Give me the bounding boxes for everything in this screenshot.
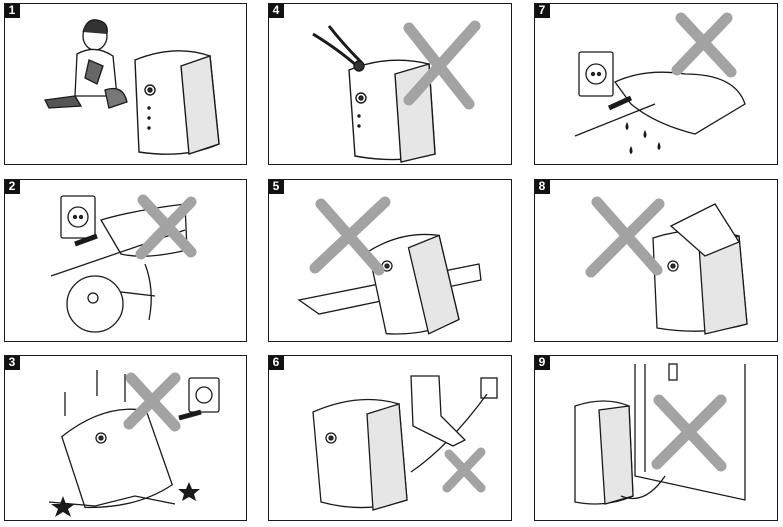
cross-icon	[123, 372, 181, 432]
no-wet-hands-illustration	[574, 12, 746, 154]
panel-9: 9	[534, 355, 778, 521]
do-not-drop-illustration	[48, 370, 220, 517]
panel-number: 5	[269, 180, 284, 194]
panel-7: 7	[534, 3, 778, 165]
do-not-cut-cord-illustration	[312, 20, 481, 163]
panel-4: 4	[268, 3, 512, 165]
cross-icon	[403, 20, 481, 110]
panel-number: 9	[535, 356, 550, 370]
not-under-door-illustration	[574, 363, 746, 505]
panel-number: 8	[535, 180, 550, 194]
child-near-heater-illustration	[44, 19, 220, 155]
panel-5: 5	[268, 179, 512, 342]
panel-number: 4	[269, 4, 284, 18]
panel-number: 6	[269, 356, 284, 370]
cross-icon	[671, 12, 737, 78]
cross-icon	[135, 194, 197, 260]
do-not-step-on-cord-illustration	[312, 375, 498, 511]
panel-6: 6	[268, 355, 512, 521]
cross-icon	[309, 196, 391, 276]
panel-number: 7	[535, 4, 550, 18]
do-not-place-on-edge-illustration	[297, 196, 482, 335]
panel-number: 3	[5, 356, 20, 370]
cross-icon	[442, 447, 486, 493]
cross-icon	[585, 196, 665, 278]
do-not-pull-cord-illustration	[50, 194, 197, 333]
panel-8: 8	[534, 179, 778, 342]
panel-number: 2	[5, 180, 20, 194]
do-not-cover-illustration	[585, 196, 748, 335]
panel-2: 2	[4, 179, 247, 342]
panel-3: 3	[4, 355, 247, 521]
cross-icon	[651, 394, 727, 472]
panel-number: 1	[5, 4, 20, 18]
panel-1: 1	[4, 3, 247, 165]
